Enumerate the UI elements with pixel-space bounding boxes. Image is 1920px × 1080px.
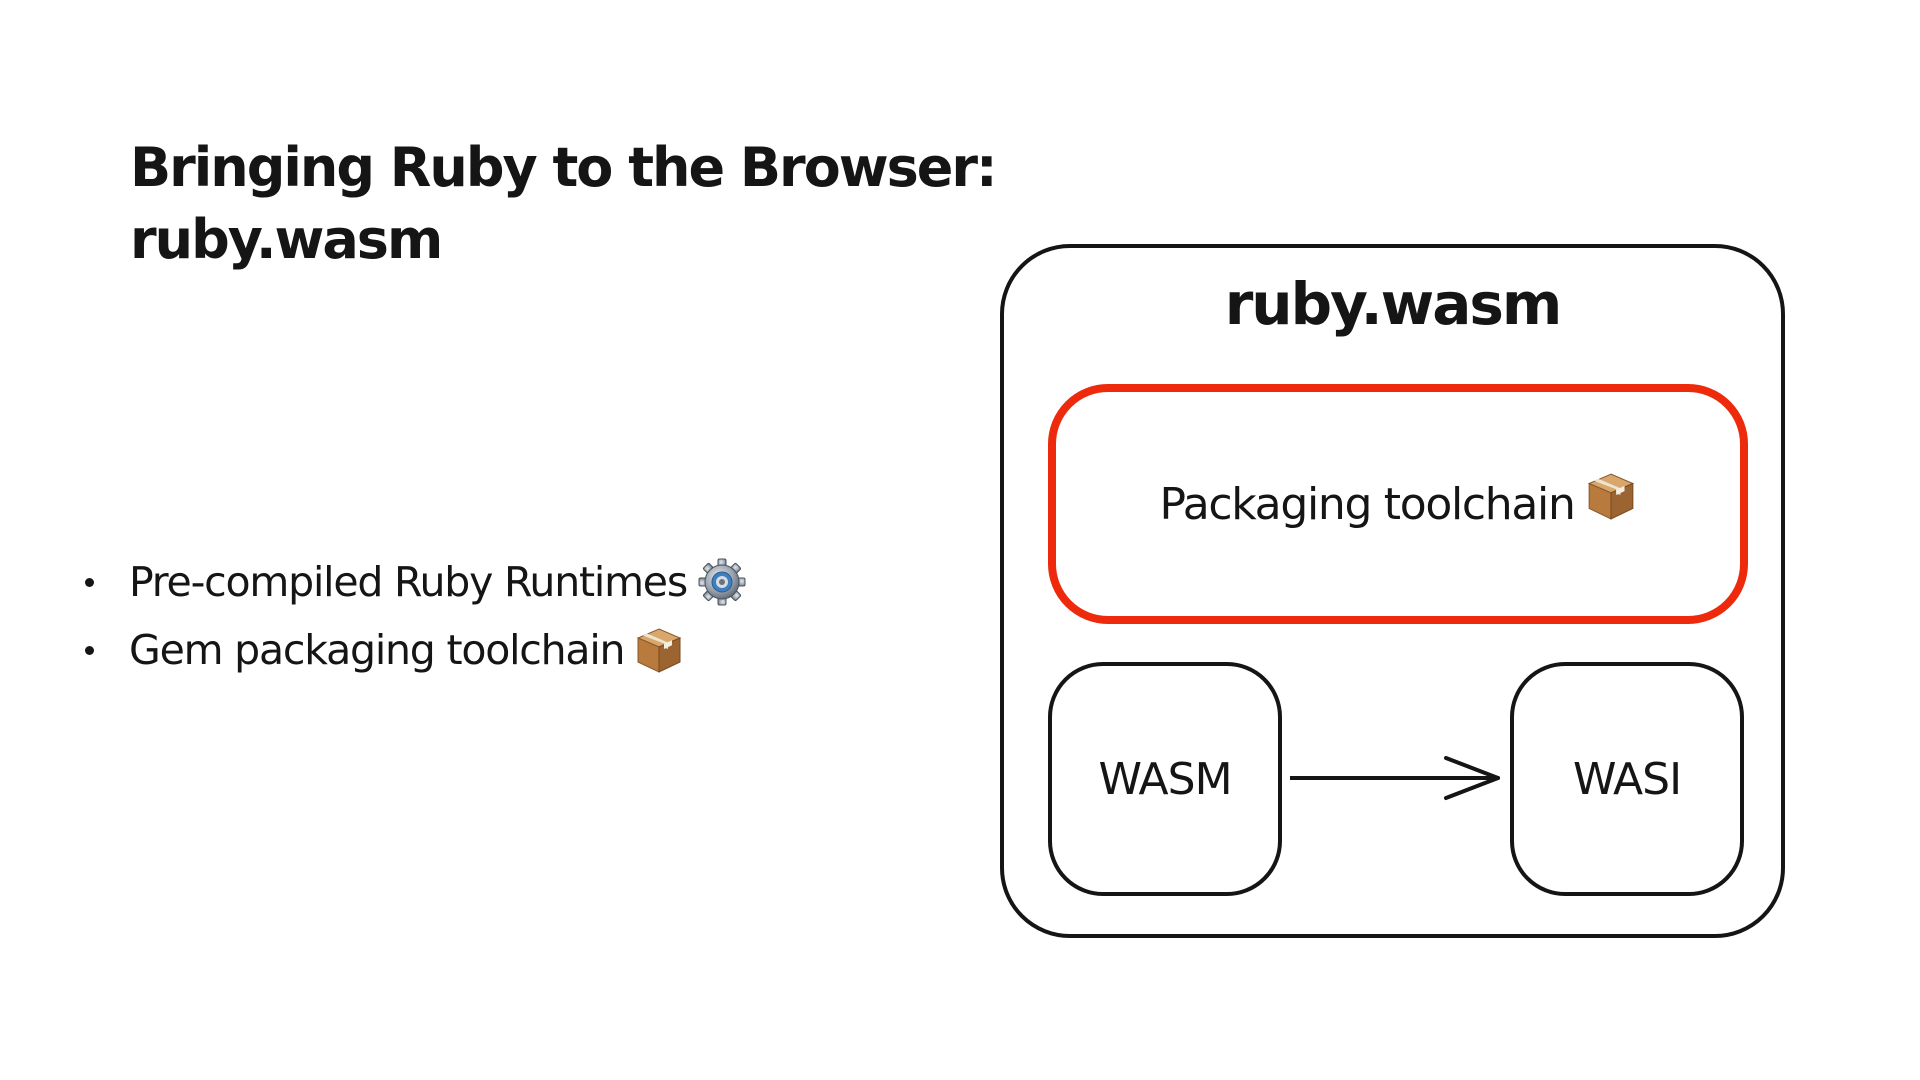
wasi-node: WASI	[1510, 662, 1744, 896]
slide-title: Bringing Ruby to the Browser: ruby.wasm	[130, 132, 1030, 276]
gear-icon	[698, 558, 746, 606]
bullet-text: Gem packaging toolchain	[129, 626, 626, 674]
diagram-title: ruby.wasm	[1224, 270, 1563, 338]
bullet-dot	[85, 577, 94, 587]
bullet-item-runtimes: Pre-compiled Ruby Runtimes	[85, 548, 747, 616]
wasi-node-label: WASI	[1572, 753, 1682, 805]
packaging-toolchain-box: Packaging toolchain	[1048, 384, 1748, 624]
package-icon	[637, 628, 682, 673]
bullet-dot	[85, 645, 94, 655]
ruby-wasm-diagram: ruby.wasm Packaging toolchain WASM WASI	[1000, 244, 1785, 938]
package-icon	[1587, 473, 1634, 520]
bullet-item-gem-packaging: Gem packaging toolchain	[85, 616, 747, 684]
bullet-list: Pre-compiled Ruby Runtimes	[85, 548, 747, 684]
packaging-toolchain-label: Packaging toolchain	[1159, 478, 1575, 530]
wasm-node: WASM	[1048, 662, 1282, 896]
slide-title-line-1: Bringing Ruby to the Browser:	[130, 136, 998, 199]
bullet-text: Pre-compiled Ruby Runtimes	[129, 558, 688, 606]
slide-title-line-2: ruby.wasm	[130, 208, 443, 271]
wasm-to-wasi-arrow	[1290, 756, 1500, 800]
wasm-node-label: WASM	[1098, 753, 1232, 805]
